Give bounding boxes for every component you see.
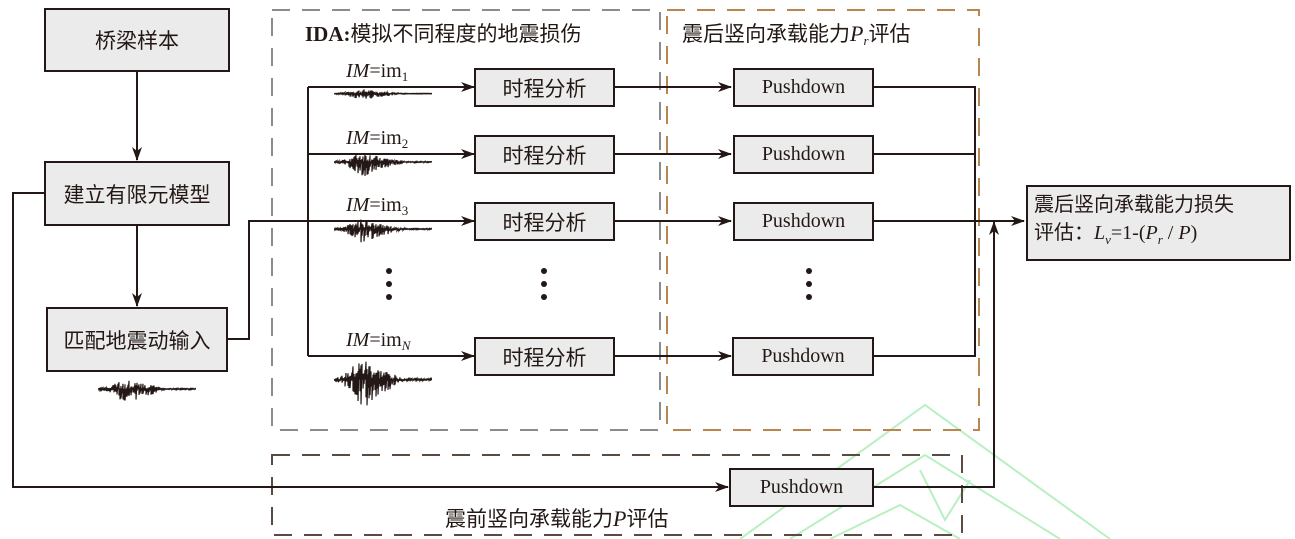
time-history-box-2: 时程分析 <box>474 135 615 174</box>
seismic-waveform-icon <box>334 89 432 99</box>
im-var: IM <box>346 329 370 351</box>
pushdown-box-3: Pushdown <box>733 202 874 241</box>
formula-p2: P <box>1178 222 1191 244</box>
post-title-prefix: 震后竖向承载能力 <box>682 22 850 46</box>
time-history-label: 时程分析 <box>502 345 587 370</box>
time-history-box-n: 时程分析 <box>474 337 615 376</box>
pushdown-box-1: Pushdown <box>733 68 874 107</box>
im-eq: =im <box>369 329 402 351</box>
formula-slash: / <box>1162 222 1179 244</box>
im-sub: 3 <box>401 203 409 218</box>
im-var: IM <box>346 127 370 149</box>
ida-title-bold: IDA: <box>305 22 351 46</box>
pushdown-label: Pushdown <box>761 345 845 367</box>
formula-l: L <box>1094 222 1106 244</box>
ground-motion-label: 匹配地震动输入 <box>63 328 211 353</box>
seismic-waveform-icon <box>98 380 196 401</box>
time-history-box-1: 时程分析 <box>474 68 615 107</box>
formula-l-sub: v <box>1105 232 1111 247</box>
pushdown-label: Pushdown <box>761 210 846 232</box>
vertical-ellipsis-icon <box>541 268 547 307</box>
im-var: IM <box>346 60 370 82</box>
im-label-3: IM=im3 <box>346 194 408 219</box>
fe-model-label: 建立有限元模型 <box>63 182 211 207</box>
pushdown-label: Pushdown <box>759 476 844 498</box>
post-title-var: P <box>850 21 864 46</box>
formula-p: P <box>1145 222 1158 244</box>
seismic-waveform-icon <box>334 154 432 176</box>
result-line-1: 震后竖向承载能力损失 <box>1034 192 1234 216</box>
formula-p-sub: r <box>1157 232 1163 247</box>
result-line-2: 评估：Lv=1-(Pr / P) <box>1034 218 1283 254</box>
im-label-1: IM=im1 <box>346 60 408 85</box>
pre-group-title: 震前竖向承载能力P评估 <box>445 503 668 533</box>
im-var: IM <box>346 194 370 216</box>
waveform-trace <box>334 219 432 243</box>
pushdown-label: Pushdown <box>761 143 846 165</box>
post-title-suffix: 评估 <box>868 22 911 46</box>
im-sub: 2 <box>401 136 409 151</box>
pushdown-box-n: Pushdown <box>732 337 874 376</box>
time-history-label: 时程分析 <box>502 143 587 168</box>
result-prefix: 评估： <box>1034 220 1094 244</box>
loss-formula: Lv=1-(Pr / P) <box>1094 222 1198 247</box>
ida-title-text: 模拟不同程度的地震损伤 <box>350 22 582 46</box>
ground-motion-box: 匹配地震动输入 <box>46 307 228 372</box>
seismic-waveform-icon <box>334 361 432 406</box>
time-history-label: 时程分析 <box>502 210 587 235</box>
pre-earthquake-group-frame <box>271 454 963 536</box>
im-eq: =im <box>369 127 402 149</box>
im-label-n: IM=imN <box>346 329 410 354</box>
waveform-trace <box>334 154 432 176</box>
bridge-sample-box: 桥梁样本 <box>44 8 230 72</box>
vertical-ellipsis-icon <box>806 268 812 307</box>
time-history-label: 时程分析 <box>502 76 587 101</box>
time-history-box-3: 时程分析 <box>474 202 615 241</box>
post-title-sub: r <box>863 33 869 48</box>
im-sub: 1 <box>401 69 409 84</box>
ida-group-title: IDA:模拟不同程度的地震损伤 <box>305 18 582 48</box>
waveform-trace <box>334 89 432 99</box>
result-box: 震后竖向承载能力损失 评估：Lv=1-(Pr / P) <box>1026 185 1291 261</box>
pre-title-var: P <box>613 506 627 531</box>
pushdown-box-2: Pushdown <box>733 135 874 174</box>
formula-mid: =1-( <box>1110 222 1146 244</box>
pre-title-prefix: 震前竖向承载能力 <box>445 507 613 531</box>
im-eq: =im <box>369 194 402 216</box>
fe-model-box: 建立有限元模型 <box>44 161 230 226</box>
waveform-trace <box>98 380 196 401</box>
pre-title-suffix: 评估 <box>626 507 669 531</box>
ida-group-frame <box>271 9 661 431</box>
formula-end: ) <box>1190 222 1198 244</box>
post-group-title: 震后竖向承载能力Pr评估 <box>682 18 911 49</box>
im-sub: N <box>401 338 411 353</box>
seismic-waveform-icon <box>334 219 432 243</box>
bridge-sample-label: 桥梁样本 <box>95 29 179 53</box>
im-label-2: IM=im2 <box>346 127 408 152</box>
pushdown-label: Pushdown <box>761 76 846 98</box>
waveform-trace <box>334 361 432 406</box>
im-eq: =im <box>369 60 402 82</box>
vertical-ellipsis-icon <box>386 268 392 307</box>
pushdown-box-pre: Pushdown <box>729 468 874 507</box>
